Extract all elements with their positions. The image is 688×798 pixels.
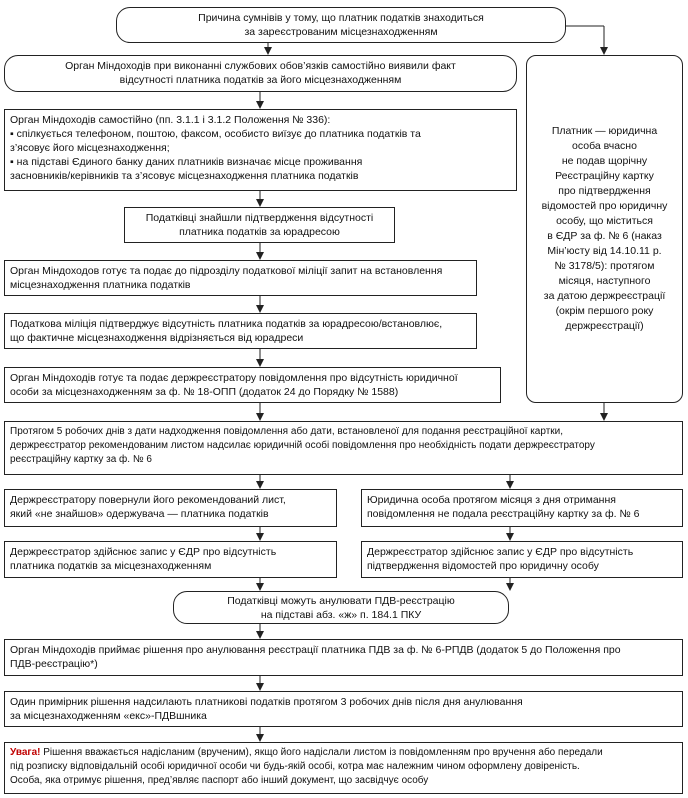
box-text: Увага! Рішення вважається надісланим (вр… (10, 746, 677, 760)
box-text: Особа, яка отримує рішення, пред’являє п… (10, 775, 429, 786)
box-text: (окрім першого року (555, 305, 654, 317)
box-text: Мін’юсту від 14.10.11 р. (547, 245, 662, 257)
box-text: Податківці можуть анулювати ПДВ-реєстрац… (227, 595, 455, 607)
box-text: під розписку відповідальній особі юридич… (10, 761, 580, 772)
registrar-notice-box: Орган Міндоходів готує та подає держреєс… (4, 367, 501, 403)
box-text: ▪ на підставі Єдиного банку даних платни… (10, 156, 363, 168)
box-text: ▪ спілкується телефоном, поштою, факсом,… (10, 128, 421, 140)
box-text: Орган Міндоходів самостійно (пп. 3.1.1 і… (10, 114, 331, 126)
box-text: підтвердження відомостей про юридичну ос… (367, 560, 599, 572)
box-text: Протягом 5 робочих днів з дати надходжен… (10, 426, 564, 437)
box-text: особа вчасно (572, 140, 637, 152)
self-check-steps-box: Орган Міндоходів самостійно (пп. 3.1.1 і… (4, 109, 517, 191)
warning-box: Увага! Рішення вважається надісланим (вр… (4, 742, 683, 794)
box-text: особи за місцезнаходженням за ф. № 18-ОП… (10, 386, 399, 398)
police-request-box: Орган Міндоходов готує та подає до підро… (4, 260, 477, 296)
box-text: Юридична особа протягом місяця з дня отр… (367, 494, 616, 506)
box-text: Орган Міндоходів при виконанні службових… (65, 60, 456, 72)
box-text: реєстраційну картку за ф. № 6 (10, 454, 152, 465)
box-text: за зареєстрованим місцезнаходженням (244, 26, 438, 38)
box-text: не подав щорічну (561, 155, 648, 167)
box-text: платника податків за юрадресою (179, 226, 340, 238)
record-no-confirmation-box: Держреєстратор здійснює запис у ЄДР про … (361, 541, 683, 578)
box-text: за датою держреєстрації (543, 290, 666, 302)
box-text: за місцезнаходженням «екс»-ПДВшника (10, 710, 207, 722)
card-not-submitted-box: Юридична особа протягом місяця з дня отр… (361, 489, 683, 527)
box-text: платника податків за місцезнаходженням (10, 560, 212, 572)
box-text: Податківці знайшли підтвердження відсутн… (145, 212, 374, 224)
box-text: відсутності платника податків за його мі… (119, 74, 402, 86)
late-registration-card-box: Платник — юридична особа вчасно не подав… (526, 55, 683, 403)
box-text: Держреєстратор здійснює запис у ЄДР про … (10, 546, 277, 558)
box-text: на підставі абз. «ж» п. 184.1 ПКУ (260, 609, 422, 621)
box-text: про підтвердження (558, 185, 651, 197)
box-text: Податкова міліція підтверджує відсутніст… (10, 318, 443, 330)
box-text: Держреєстратору повернули його рекомендо… (10, 494, 286, 506)
box-text: відомостей про юридичну (541, 200, 668, 212)
box-text: Причина сумнівів у тому, що платник пода… (198, 12, 484, 24)
box-text: повідомлення не подала реєстраційну карт… (367, 508, 640, 520)
box-text: місцезнаходження платника податків (10, 279, 191, 291)
doubt-reason-box: Причина сумнівів у тому, що платник пода… (116, 7, 566, 43)
five-days-notice-box: Протягом 5 робочих днів з дати надходжен… (4, 421, 683, 475)
record-absence-location-box: Держреєстратор здійснює запис у ЄДР про … (4, 541, 337, 578)
box-text: держреєстратор рекомендованим листом над… (10, 440, 595, 451)
decision-sent-box: Один примірник рішення надсилають платни… (4, 691, 683, 727)
box-text: № 3178/5): протягом (554, 260, 655, 272)
absence-confirmed-box: Податківці знайшли підтвердження відсутн… (124, 207, 395, 243)
letter-returned-box: Держреєстратору повернули його рекомендо… (4, 489, 337, 527)
box-text: Орган Міндоходів приймає рішення про ану… (10, 644, 621, 656)
box-text: Один примірник рішення надсилають платни… (10, 696, 523, 708)
box-text: Орган Міндоходів готує та подає держреєс… (10, 372, 458, 384)
box-text: Платник — юридична (551, 125, 658, 137)
box-text: який «не знайшов» одержувача — платника … (10, 508, 269, 520)
box-text: Реєстраційну картку (555, 170, 654, 182)
vat-cancellation-possible-box: Податківці можуть анулювати ПДВ-реєстрац… (173, 591, 509, 624)
box-text: Держреєстратор здійснює запис у ЄДР про … (367, 546, 634, 558)
warning-text: Рішення вважається надісланим (врученим)… (40, 747, 603, 758)
warning-label: Увага! (10, 747, 41, 758)
box-text: що фактичне місцезнаходження відрізняєть… (10, 332, 304, 344)
box-text: засновників/керівників та з’ясовує місце… (10, 170, 359, 182)
box-text: в ЄДР за ф. № 6 (наказ (547, 230, 662, 242)
box-text: місяця, наступного (558, 275, 651, 287)
box-text: держреєстрації) (565, 320, 644, 332)
box-text: з’ясовує його місцезнаходження; (10, 142, 170, 154)
police-confirms-box: Податкова міліція підтверджує відсутніст… (4, 313, 477, 349)
box-text: Орган Міндоходов готує та подає до підро… (10, 265, 443, 277)
tax-authority-detected-box: Орган Міндоходів при виконанні службових… (4, 55, 517, 92)
box-text: особу, що міститься (556, 215, 653, 227)
cancellation-decision-box: Орган Міндоходів приймає рішення про ану… (4, 639, 683, 676)
box-text: ПДВ-реєстрацію*) (10, 658, 98, 670)
